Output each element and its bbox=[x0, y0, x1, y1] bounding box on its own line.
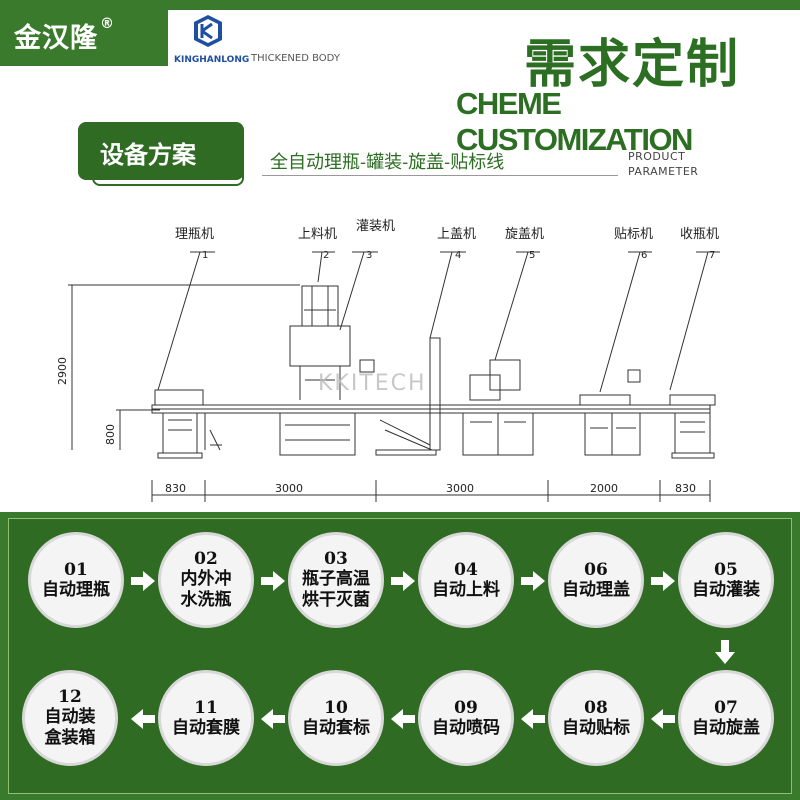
dim-length-3: 3000 bbox=[446, 482, 474, 495]
process-step: 07 自动旋盖 bbox=[678, 670, 774, 766]
machine-label-4: 上盖机 bbox=[437, 227, 476, 242]
process-step: 01 自动理瓶 bbox=[28, 532, 124, 628]
process-step: 03 瓶子高温烘干灭菌 bbox=[288, 532, 384, 628]
arrow-right-icon bbox=[651, 571, 675, 591]
machine-label-6: 贴标机 bbox=[614, 227, 653, 242]
arrow-right-icon bbox=[391, 571, 415, 591]
dim-length-2: 3000 bbox=[275, 482, 303, 495]
process-step: 02 内外冲水洗瓶 bbox=[158, 532, 254, 628]
machine-label-3: 灌装机 bbox=[356, 219, 395, 234]
divider bbox=[262, 175, 618, 176]
process-panel bbox=[8, 518, 792, 794]
solution-tag-bg bbox=[78, 122, 244, 180]
callout-num-6: 6 bbox=[641, 250, 647, 261]
process-step: 08 自动贴标 bbox=[548, 670, 644, 766]
product-parameter-label: PRODUCT PARAMETER bbox=[628, 150, 699, 178]
process-step: 10 自动套标 bbox=[288, 670, 384, 766]
machine-label-5: 旋盖机 bbox=[505, 227, 544, 242]
diagram-watermark: KKITECH bbox=[318, 371, 427, 396]
logo-name: KINGHANLONG bbox=[174, 55, 250, 65]
dim-length-4: 2000 bbox=[590, 482, 618, 495]
logo-tagline: THICKENED BODY bbox=[251, 53, 340, 64]
brand-box: 金汉隆® bbox=[0, 0, 168, 66]
arrow-left-icon bbox=[651, 709, 675, 729]
process-step: 09 自动喷码 bbox=[418, 670, 514, 766]
solution-tag-frame bbox=[92, 128, 244, 186]
callout-num-3: 3 bbox=[366, 250, 372, 261]
page-title-cn: 需求定制 bbox=[524, 34, 741, 95]
arrow-right-icon bbox=[131, 571, 155, 591]
process-step: 06 自动理盖 bbox=[548, 532, 644, 628]
machine-label-7: 收瓶机 bbox=[680, 227, 719, 242]
arrow-right-icon bbox=[521, 571, 545, 591]
top-panel bbox=[0, 0, 800, 512]
arrow-down-icon bbox=[715, 640, 735, 664]
process-step: 05 自动灌装 bbox=[678, 532, 774, 628]
dim-length-1: 830 bbox=[165, 482, 186, 495]
process-step: 12 自动装盒装箱 bbox=[22, 670, 118, 766]
callout-num-5: 5 bbox=[529, 250, 535, 261]
callout-num-7: 7 bbox=[709, 250, 715, 261]
page-title-en: CHEME CUSTOMIZATION bbox=[456, 86, 693, 157]
production-line-diagram: 理瓶机 上料机 灌装机 上盖机 旋盖机 贴标机 收瓶机 1 2 3 4 5 6 … bbox=[56, 219, 720, 502]
dim-length-5: 830 bbox=[675, 482, 696, 495]
machine-label-1: 理瓶机 bbox=[175, 227, 214, 242]
callout-num-1: 1 bbox=[202, 250, 208, 261]
dim-height-table: 800 bbox=[104, 424, 117, 445]
process-step: 11 自动套膜 bbox=[158, 670, 254, 766]
solution-tag-label: 设备方案 bbox=[100, 141, 196, 169]
arrow-right-icon bbox=[261, 571, 285, 591]
green-strip bbox=[168, 0, 800, 10]
arrow-left-icon bbox=[521, 709, 545, 729]
arrow-left-icon bbox=[391, 709, 415, 729]
product-line-title: 全自动理瓶-罐装-旋盖-贴标线 bbox=[270, 152, 505, 173]
kinghanlong-logo-icon bbox=[194, 15, 222, 47]
dim-height-total: 2900 bbox=[56, 357, 69, 385]
arrow-left-icon bbox=[261, 709, 285, 729]
brand-name: 金汉隆® bbox=[14, 16, 115, 54]
machine-label-2: 上料机 bbox=[298, 227, 337, 242]
callout-num-2: 2 bbox=[323, 250, 329, 261]
callout-num-4: 4 bbox=[455, 250, 461, 261]
arrow-left-icon bbox=[131, 709, 155, 729]
process-step: 04 自动上料 bbox=[418, 532, 514, 628]
